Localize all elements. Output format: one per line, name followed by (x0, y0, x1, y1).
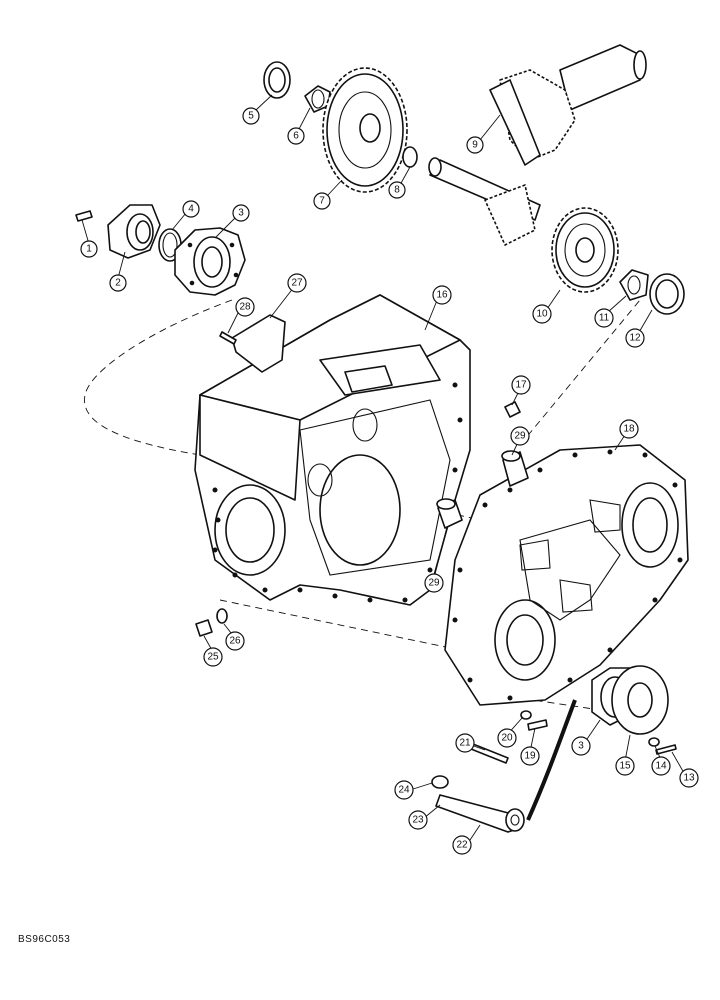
svg-text:25: 25 (207, 652, 219, 663)
svg-text:16: 16 (436, 290, 448, 301)
svg-text:15: 15 (619, 761, 631, 772)
figure-code: BS96C053 (18, 934, 71, 945)
bolt (655, 744, 677, 755)
bearing-housing (174, 227, 246, 296)
bushing (431, 775, 449, 789)
callout: 5 (242, 107, 260, 125)
svg-text:13: 13 (683, 773, 695, 784)
svg-text:5: 5 (248, 111, 254, 122)
o-ring (216, 608, 228, 624)
callout: 2 (109, 274, 127, 292)
callout: 26 (225, 631, 245, 651)
callout: 17 (511, 375, 531, 395)
svg-text:29: 29 (428, 578, 440, 589)
svg-text:22: 22 (456, 840, 468, 851)
callout: 22 (452, 835, 472, 855)
washer (648, 737, 660, 747)
dowel-pin (504, 401, 521, 418)
callout: 3 (232, 204, 250, 222)
bolt (527, 719, 548, 731)
callout: 4 (182, 200, 200, 218)
callout: 28 (235, 297, 255, 317)
callout: 7 (313, 192, 331, 210)
cover-plate-screw (219, 331, 237, 345)
flange (107, 204, 161, 259)
spur-gear (551, 207, 619, 293)
callout: 23 (408, 810, 428, 830)
callout: 16 (432, 285, 452, 305)
svg-text:23: 23 (412, 815, 424, 826)
snap-ring (402, 146, 418, 168)
svg-text:21: 21 (459, 738, 471, 749)
spur-gear (322, 67, 408, 193)
svg-text:4: 4 (188, 204, 194, 215)
callout: 8 (388, 181, 406, 199)
sleeve (436, 498, 463, 529)
svg-text:28: 28 (239, 302, 251, 313)
callout: 9 (466, 136, 484, 154)
callouts: 1 2 3 4 5 6 7 8 9 10 11 12 13 14 15 16 1… (80, 107, 699, 855)
svg-text:20: 20 (501, 733, 513, 744)
svg-text:19: 19 (524, 751, 536, 762)
callout: 14 (651, 756, 671, 776)
callout: 6 (287, 127, 305, 145)
svg-text:3: 3 (578, 741, 584, 752)
svg-text:3: 3 (238, 208, 244, 219)
callout: 13 (679, 768, 699, 788)
svg-text:8: 8 (394, 185, 400, 196)
callout: 10 (532, 304, 552, 324)
svg-text:10: 10 (536, 309, 548, 320)
housing-cover (444, 444, 689, 821)
svg-text:18: 18 (623, 424, 635, 435)
pin (75, 210, 93, 222)
callout: 29 (510, 426, 530, 446)
svg-text:1: 1 (86, 244, 92, 255)
callout: 27 (287, 273, 307, 293)
leader-lines (81, 94, 685, 844)
callout: 21 (455, 733, 475, 753)
callout: 19 (520, 746, 540, 766)
callout: 20 (497, 728, 517, 748)
bearing-housing (611, 665, 669, 735)
callout: 11 (594, 308, 614, 328)
svg-text:11: 11 (599, 313, 610, 324)
callout: 15 (615, 756, 635, 776)
callout: 3 (571, 736, 591, 756)
svg-text:12: 12 (629, 333, 641, 344)
svg-text:7: 7 (319, 196, 325, 207)
svg-text:17: 17 (515, 380, 527, 391)
plug (195, 619, 213, 637)
cover-plate (231, 314, 286, 373)
bearing-cup (263, 61, 291, 99)
svg-text:14: 14 (655, 761, 667, 772)
callout: 12 (625, 328, 645, 348)
svg-text:6: 6 (293, 131, 299, 142)
callout: 18 (619, 419, 639, 439)
svg-text:2: 2 (115, 278, 121, 289)
svg-text:29: 29 (514, 431, 526, 442)
callout: 24 (394, 780, 414, 800)
callout: 29 (424, 573, 444, 593)
callout: 25 (203, 647, 223, 667)
svg-text:26: 26 (229, 636, 241, 647)
callout: 1 (80, 240, 98, 258)
main-housing (194, 294, 471, 606)
lever (435, 794, 525, 833)
bearing-cone (619, 269, 649, 301)
bearing-cup (649, 273, 685, 315)
bevel-pinion-shaft (428, 44, 647, 246)
svg-text:27: 27 (291, 278, 303, 289)
svg-text:24: 24 (398, 785, 410, 796)
washer (520, 710, 532, 720)
svg-text:9: 9 (472, 140, 478, 151)
sleeve (501, 450, 529, 487)
